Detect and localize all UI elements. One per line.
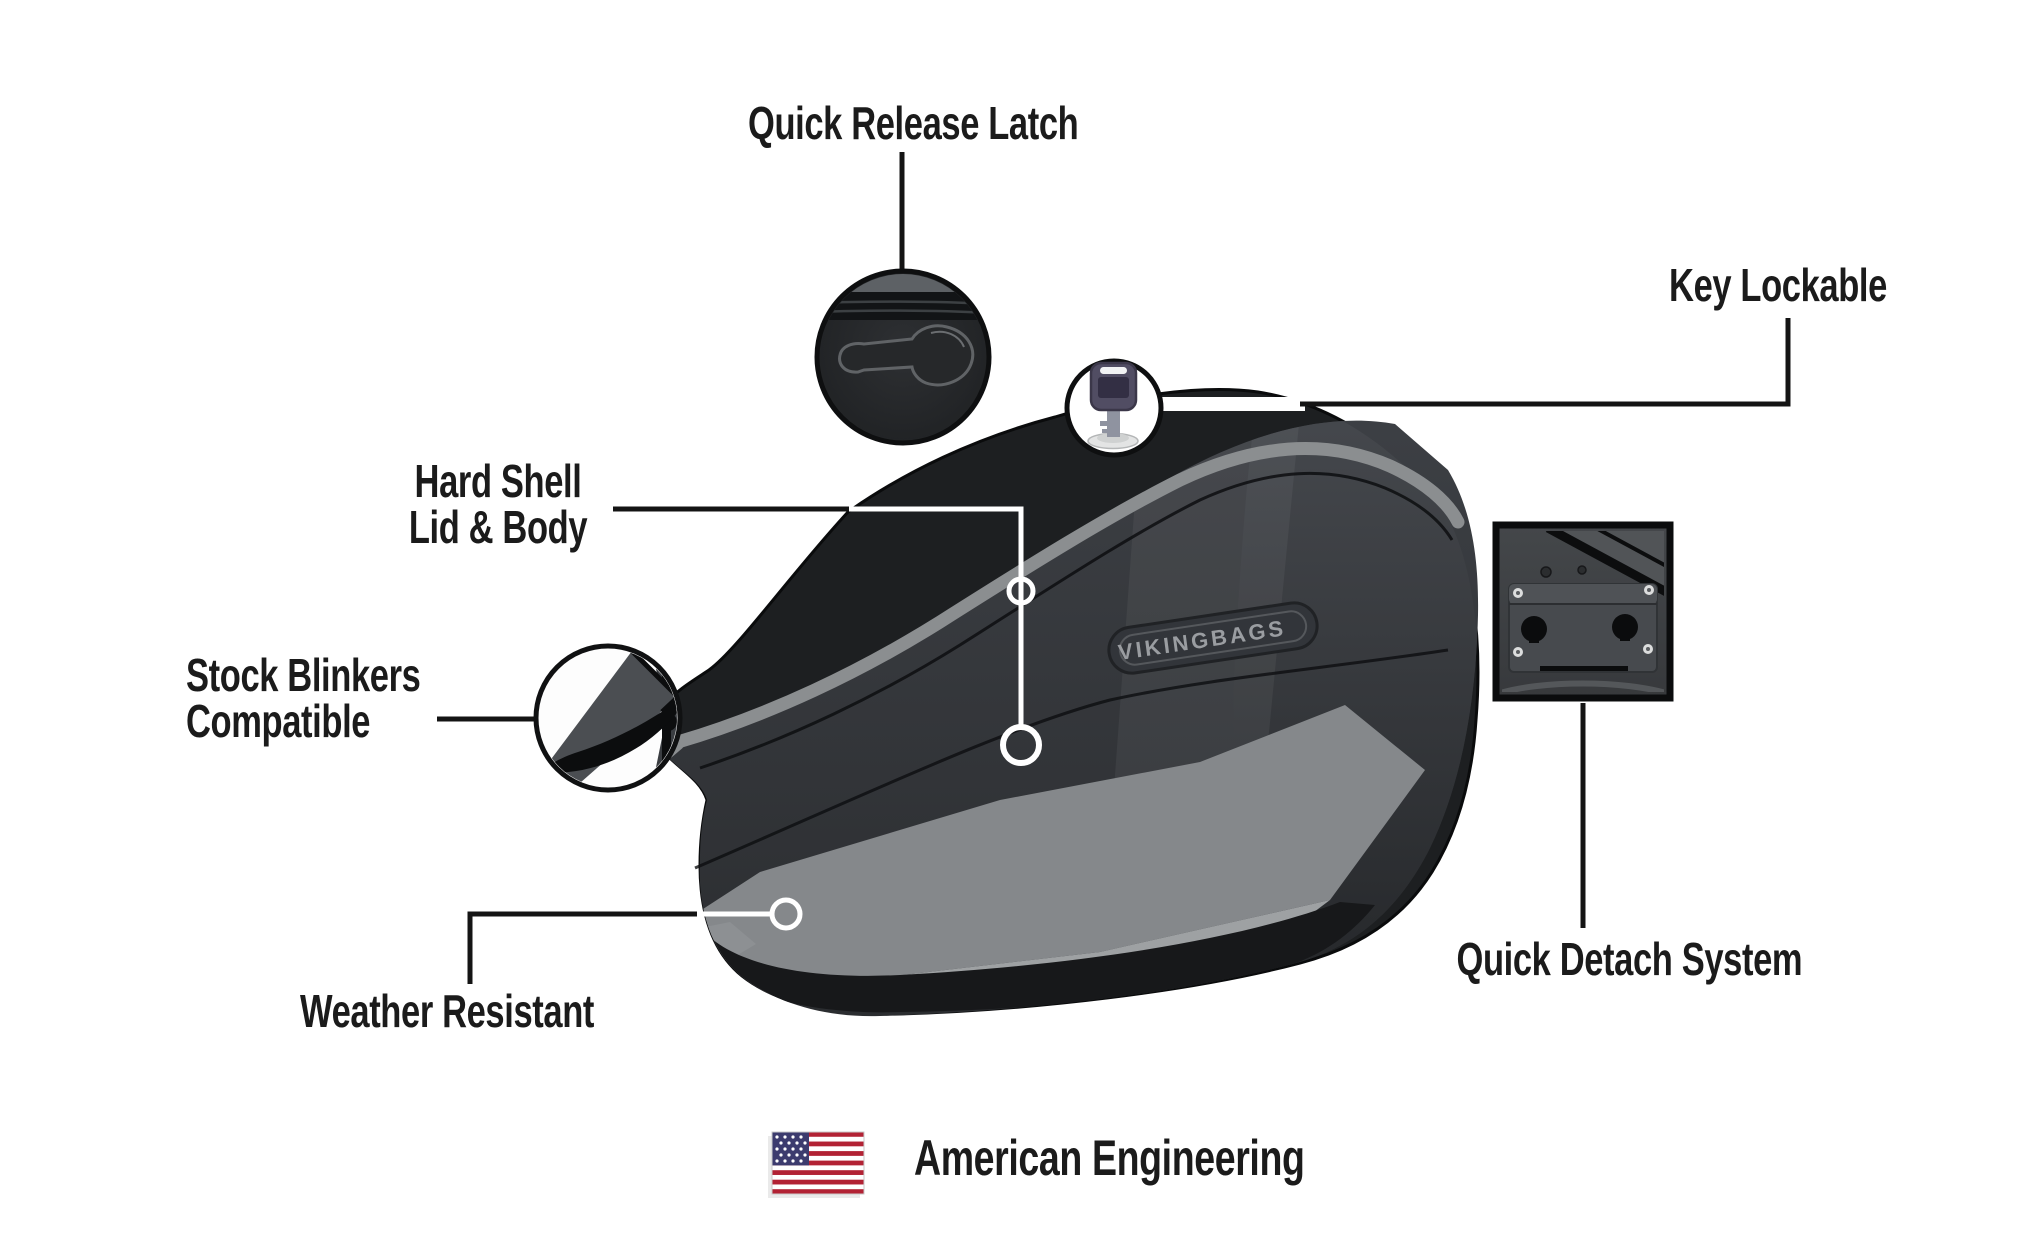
weather-resistant-node — [769, 897, 803, 931]
connector-hard-shell-white — [849, 506, 1024, 727]
callout-quick-detach-system: Quick Detach System — [1456, 933, 1803, 985]
bag-front-face — [663, 420, 1479, 1017]
callout-hard-shell-line2: Lid & Body — [408, 501, 588, 553]
callout-quick-release-latch: Quick Release Latch — [748, 97, 1079, 149]
callout-hard-shell-line1: Hard Shell — [414, 455, 582, 507]
mounting-bracket-icon — [1492, 521, 1674, 702]
us-flag-icon — [768, 1131, 865, 1198]
connector-weather-resistant-black — [467, 911, 699, 984]
lid-seam-line — [699, 471, 1454, 770]
latch-closeup-icon — [814, 268, 992, 446]
blinker-cutout-icon — [533, 643, 683, 793]
callout-weather-resistant: Weather Resistant — [300, 985, 595, 1037]
saddlebag-illustration: VIKINGBAGS — [634, 388, 1480, 1017]
latch-handle — [838, 324, 975, 387]
hard-shell-body-node — [1000, 724, 1042, 766]
key-icon — [1064, 358, 1164, 458]
lid-trim-stripe — [671, 442, 1465, 749]
callout-key-lockable: Key Lockable — [1669, 259, 1887, 311]
connectors — [437, 152, 1791, 984]
connector-key-lockable — [1298, 318, 1791, 407]
hard-shell-lid-node — [1006, 576, 1036, 606]
callout-stock-blinkers: Stock Blinkers Compatible — [186, 649, 421, 747]
callout-stock-blinkers-line2: Compatible — [186, 695, 371, 747]
footer-tagline: American Engineering — [914, 1130, 1305, 1186]
callout-stock-blinkers-line1: Stock Blinkers — [186, 649, 421, 701]
body-seam-line — [694, 648, 1449, 870]
callout-hard-shell: Hard Shell Lid & Body — [378, 458, 618, 550]
